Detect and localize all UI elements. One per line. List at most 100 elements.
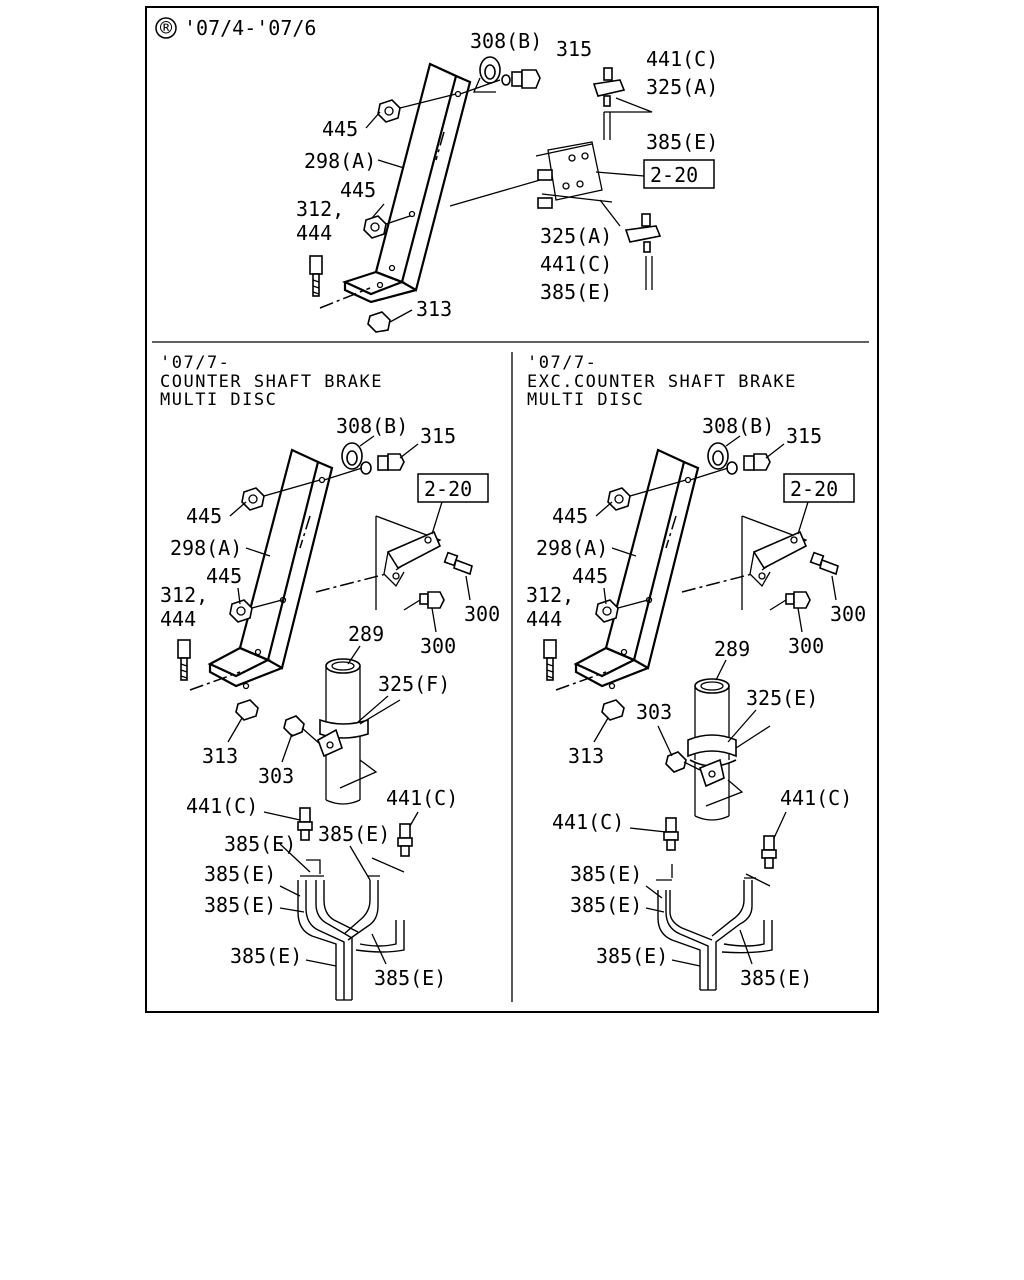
br-ref-box-2-20 — [783, 473, 855, 503]
registered-mark-icon — [155, 17, 177, 39]
bl-bolt-312-444 — [177, 639, 191, 681]
bl-nut-445-lower — [229, 599, 253, 623]
label-385e-upper: 385(E) — [646, 130, 718, 154]
bracket-298a — [341, 62, 472, 304]
panel-top: ® '07/4-'07/6 — [155, 16, 718, 333]
bl-label-313: 313 — [202, 744, 238, 768]
bl-label-445-upper: 445 — [186, 504, 222, 528]
bl-nut-303 — [283, 715, 305, 737]
label-444: 444 — [296, 221, 332, 245]
label-313: 313 — [416, 297, 452, 321]
br-bolt-300-right — [809, 551, 839, 576]
br-label-441c-left: 441(C) — [552, 810, 624, 834]
bl-bolt-315 — [377, 453, 405, 471]
br-label-298a: 298(A) — [536, 536, 608, 560]
valve-441c-325a-upper — [592, 67, 626, 140]
bl-title-line-1: '07/7- — [160, 353, 230, 373]
br-label-385e-1: 385(E) — [570, 862, 642, 886]
bl-label-325f: 325(F) — [378, 672, 450, 696]
br-label-385e-4: 385(E) — [740, 966, 812, 990]
label-325a-lower: 325(A) — [540, 224, 612, 248]
bl-label-385e-1: 385(E) — [224, 832, 296, 856]
bl-label-300-right: 300 — [464, 602, 500, 626]
bl-fitting-441c-left — [297, 807, 313, 841]
bolt-315 — [501, 69, 541, 89]
label-312: 312, — [296, 197, 344, 221]
bl-bolt-300-lower — [419, 591, 445, 609]
bl-hose-bundle — [297, 807, 413, 1001]
bl-nut-445-upper — [241, 487, 265, 511]
clip-308b — [473, 56, 501, 93]
bl-label-298a: 298(A) — [170, 536, 242, 560]
bl-bracket-298a — [207, 448, 334, 690]
bl-label-300-lower: 300 — [420, 634, 456, 658]
br-label-385e-3: 385(E) — [596, 944, 668, 968]
br-clamp-325e — [687, 725, 771, 807]
bl-label-385e-3: 385(E) — [204, 862, 276, 886]
br-label-300-right: 300 — [830, 602, 866, 626]
connector-block-2-20 — [535, 141, 613, 209]
br-title-line-3: MULTI DISC — [527, 390, 644, 410]
label-445-lower: 445 — [340, 178, 376, 202]
bl-clamp-325f — [317, 699, 401, 789]
panel-bottom-right: '07/7- EXC.COUNTER SHAFT BRAKE MULTI DIS… — [526, 353, 866, 991]
reg-mark-text: ® — [160, 16, 173, 40]
bl-label-441c-left: 441(C) — [186, 794, 258, 818]
nut-445-upper — [377, 99, 401, 123]
br-nut-445-upper — [607, 487, 631, 511]
bl-label-385e-5: 385(E) — [230, 944, 302, 968]
bl-label-2-20: 2-20 — [424, 477, 472, 501]
label-315: 315 — [556, 37, 592, 61]
bl-label-312: 312, — [160, 583, 208, 607]
br-bolt-312-444 — [543, 639, 557, 681]
br-nut-445-lower — [595, 599, 619, 623]
top-panel-title: '07/4-'07/6 — [184, 16, 316, 40]
label-385e-lower: 385(E) — [540, 280, 612, 304]
br-clip-308b — [707, 442, 738, 475]
bl-label-445-lower: 445 — [206, 564, 242, 588]
br-label-300-lower: 300 — [788, 634, 824, 658]
br-nut-303 — [665, 751, 687, 773]
bl-title-line-3: MULTI DISC — [160, 390, 277, 410]
panel-bottom-left: '07/7- COUNTER SHAFT BRAKE MULTI DISC — [160, 353, 500, 1001]
br-label-441c-right: 441(C) — [780, 786, 852, 810]
br-fitting-441c-right — [761, 835, 777, 869]
br-fitting-441c-left — [663, 817, 679, 851]
br-label-313: 313 — [568, 744, 604, 768]
bl-label-315: 315 — [420, 424, 456, 448]
bl-nut-313 — [235, 699, 259, 721]
bl-label-444: 444 — [160, 607, 196, 631]
label-445-upper: 445 — [322, 117, 358, 141]
label-441c-upper: 441(C) — [646, 47, 718, 71]
bl-label-303: 303 — [258, 764, 294, 788]
br-label-445-upper: 445 — [552, 504, 588, 528]
label-325a-upper: 325(A) — [646, 75, 718, 99]
bolt-312-444 — [309, 255, 323, 297]
bl-fitting-441c-right — [397, 823, 413, 857]
label-2-20: 2-20 — [650, 163, 698, 187]
bl-label-385e-2: 385(E) — [318, 822, 390, 846]
br-label-445-lower: 445 — [572, 564, 608, 588]
br-bolt-300-lower — [785, 591, 811, 609]
br-label-303: 303 — [636, 700, 672, 724]
bl-label-289: 289 — [348, 622, 384, 646]
ref-box-2-20 — [643, 159, 715, 189]
br-label-2-20: 2-20 — [790, 477, 838, 501]
valve-441c-325a-lower — [624, 213, 662, 290]
label-441c-lower: 441(C) — [540, 252, 612, 276]
br-title-line-2: EXC.COUNTER SHAFT BRAKE — [527, 372, 797, 392]
label-308b: 308(B) — [470, 29, 542, 53]
bl-label-385e-4: 385(E) — [204, 893, 276, 917]
br-title-line-1: '07/7- — [527, 353, 597, 373]
bl-title-line-2: COUNTER SHAFT BRAKE — [160, 372, 383, 392]
bl-label-385e-6: 385(E) — [374, 966, 446, 990]
bl-ref-box-2-20 — [417, 473, 489, 503]
br-nut-313 — [601, 699, 625, 721]
bl-plate-2-20 — [375, 515, 442, 611]
br-label-312: 312, — [526, 583, 574, 607]
br-label-385e-2: 385(E) — [570, 893, 642, 917]
br-label-325e: 325(E) — [746, 686, 818, 710]
br-label-308b: 308(B) — [702, 414, 774, 438]
br-label-444: 444 — [526, 607, 562, 631]
